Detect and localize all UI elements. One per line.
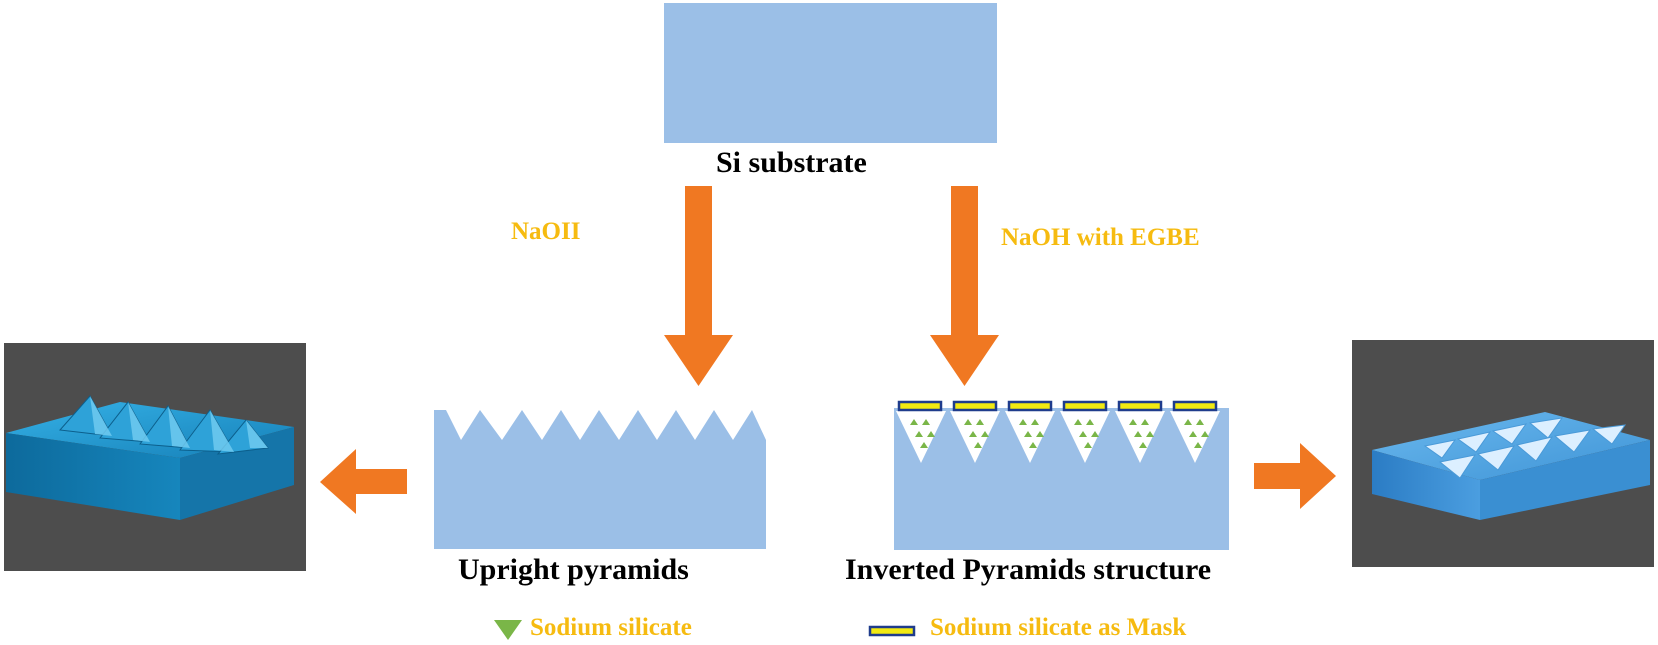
right-arrow xyxy=(1254,443,1336,509)
si-substrate-label: Si substrate xyxy=(716,146,867,179)
upright-pyramids-label: Upright pyramids xyxy=(458,553,689,586)
sodium-silicate-particles xyxy=(910,419,1209,448)
sodium-silicate-legend-marker xyxy=(494,620,522,640)
inverted-pyramids-label: Inverted Pyramids structure xyxy=(845,553,1212,586)
naoh-label: NaOII xyxy=(511,218,581,245)
down-arrow-right xyxy=(930,186,999,386)
upright-pyramids-render xyxy=(4,343,306,571)
down-arrow-left xyxy=(664,186,733,386)
inverted-pyramids-render xyxy=(1352,340,1654,567)
left-arrow xyxy=(320,449,407,514)
sodium-silicate-masks xyxy=(897,400,1218,412)
mask-legend-label: Sodium silicate as Mask xyxy=(930,614,1187,641)
upright-pyramids-substrate xyxy=(434,410,766,549)
sodium-silicate-legend-label: Sodium silicate xyxy=(530,614,692,641)
mask-legend-marker xyxy=(868,625,916,637)
si-substrate-block xyxy=(664,3,997,143)
inverted-pyramids-substrate xyxy=(894,408,1229,550)
naoh-egbe-label: NaOH with EGBE xyxy=(1001,224,1200,251)
